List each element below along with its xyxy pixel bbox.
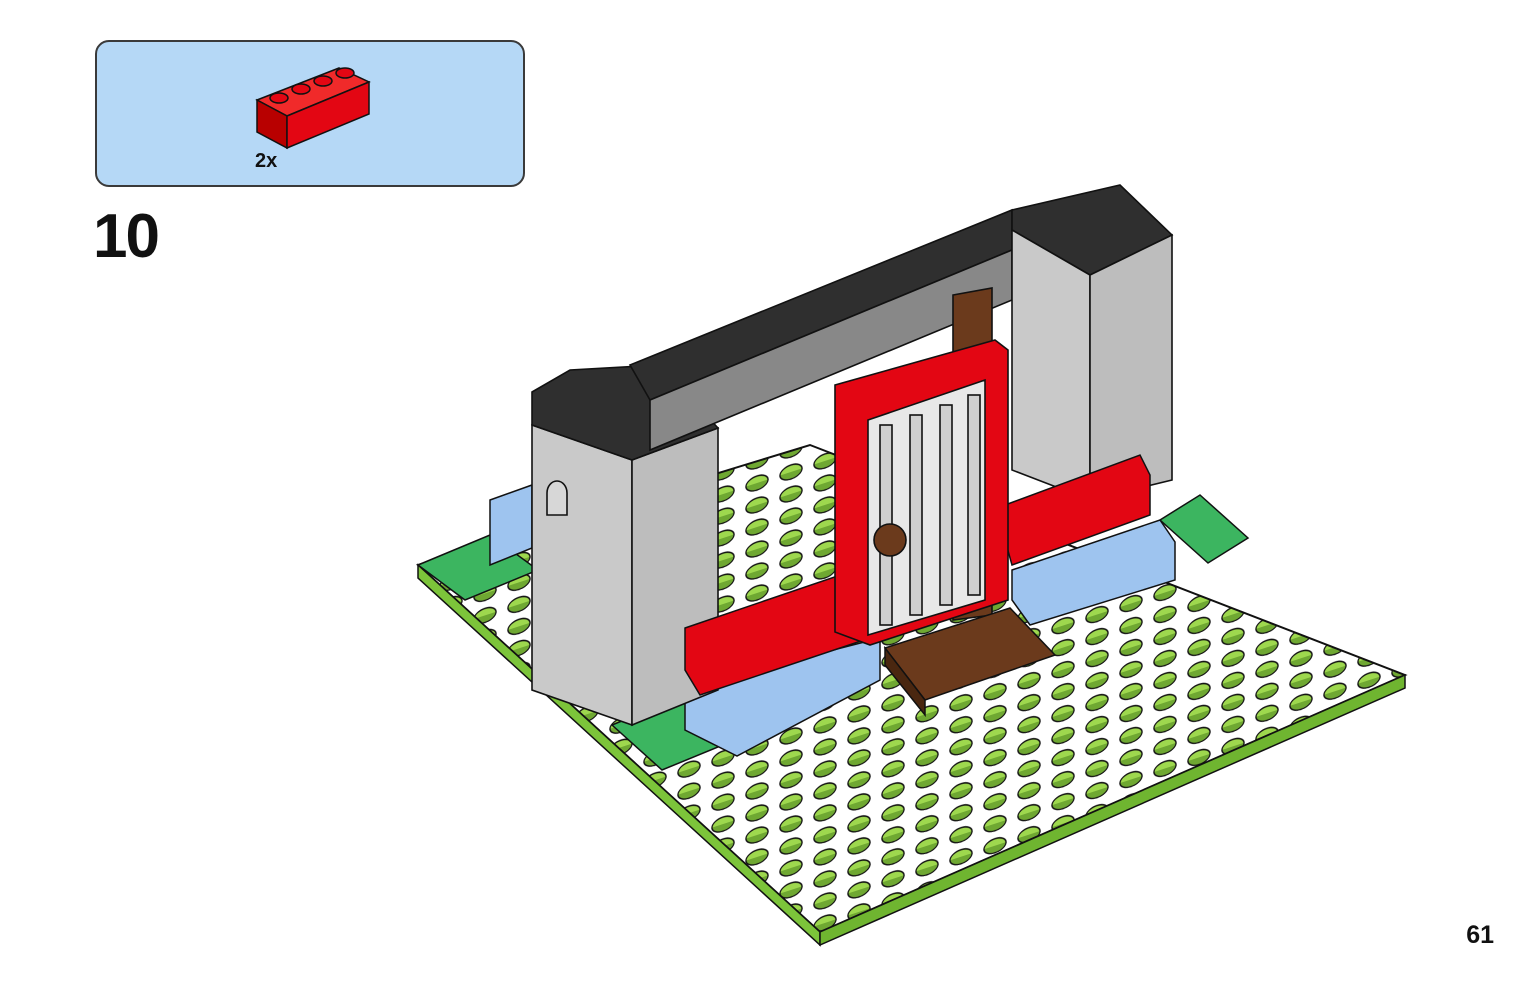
right-tower (1011, 184, 1174, 502)
build-illustration (416, 184, 1408, 947)
parts-callout: 2x (95, 40, 525, 187)
door (834, 287, 1009, 646)
red-brick-1x4-icon (255, 67, 371, 150)
step-number: 10 (93, 202, 160, 271)
page-number: 61 (1466, 921, 1494, 949)
doorstep (883, 607, 1057, 718)
part-quantity: 2x (255, 150, 278, 172)
